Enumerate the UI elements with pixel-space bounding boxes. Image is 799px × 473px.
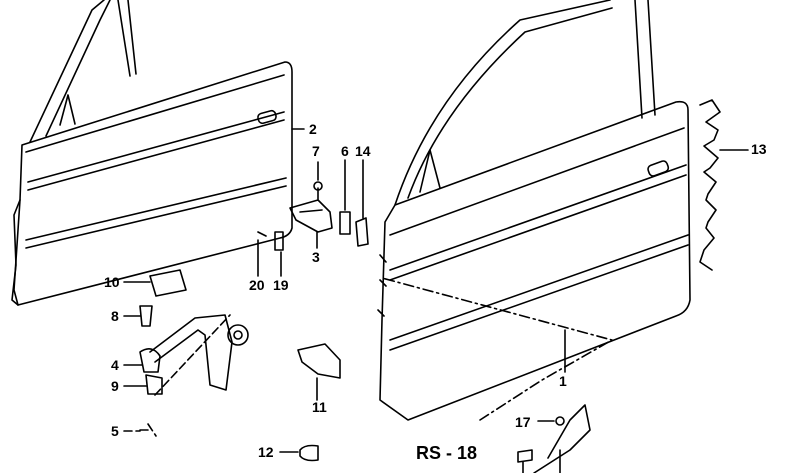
callout-13: 13: [751, 141, 767, 157]
callout-3: 3: [312, 249, 320, 265]
callout-10: 10: [104, 274, 120, 290]
callout-9: 9: [111, 378, 119, 394]
callout-5: 5: [111, 423, 119, 439]
callout-12: 12: [258, 444, 274, 460]
callout-11: 11: [312, 399, 327, 415]
callout-19: 19: [273, 277, 289, 293]
callout-20: 20: [249, 277, 265, 293]
callout-4: 4: [111, 357, 119, 373]
callout-17: 17: [515, 414, 531, 430]
callout-7: 7: [312, 143, 320, 159]
callout-8: 8: [111, 308, 119, 324]
diagram-reference-code: RS - 18: [416, 443, 478, 463]
wire-holder-13-drawing: [699, 99, 749, 271]
callout-2: 2: [309, 121, 317, 137]
callout-14: 14: [355, 143, 371, 159]
callout-1: 1: [559, 373, 567, 389]
left-door-drawing: [11, 0, 305, 306]
right-door-drawing: [377, 0, 691, 421]
hinges-and-parts-drawing: [123, 159, 613, 473]
callout-6: 6: [341, 143, 349, 159]
